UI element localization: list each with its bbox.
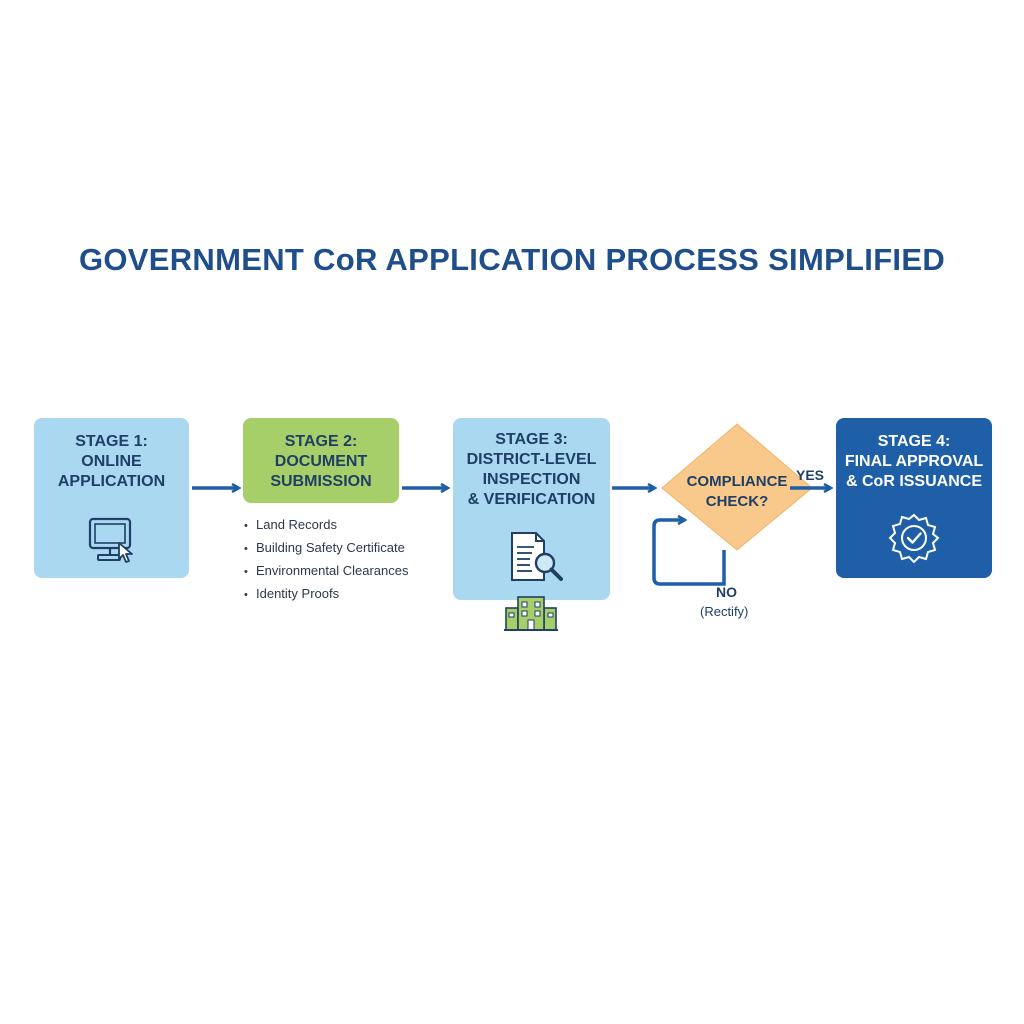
decision-label: COMPLIANCE CHECK? bbox=[686, 473, 788, 510]
stage-1-box: STAGE 1: ONLINE APPLICATION bbox=[34, 418, 189, 578]
list-item: Environmental Clearances bbox=[244, 560, 408, 583]
stage-2-label: STAGE 2: DOCUMENT SUBMISSION bbox=[270, 433, 372, 490]
approval-badge-icon bbox=[888, 513, 940, 564]
list-item: Identity Proofs bbox=[244, 583, 408, 606]
list-item: Land Records bbox=[244, 514, 408, 537]
stage-2-box: STAGE 2: DOCUMENT SUBMISSION bbox=[243, 418, 399, 503]
document-search-icon bbox=[511, 532, 563, 581]
stage-1-label: STAGE 1: ONLINE APPLICATION bbox=[57, 433, 166, 490]
diagram-title: GOVERNMENT CoR APPLICATION PROCESS SIMPL… bbox=[78, 242, 946, 277]
computer-icon bbox=[88, 517, 133, 563]
building-icon bbox=[504, 596, 558, 631]
document-list: Land Records Building Safety Certificate… bbox=[244, 514, 408, 606]
stage-4-label: STAGE 4: FINAL APPROVAL & CoR ISSUANCE bbox=[844, 433, 984, 490]
stage-4-box: STAGE 4: FINAL APPROVAL & CoR ISSUANCE bbox=[836, 418, 992, 578]
rectify-note: (Rectify) bbox=[700, 604, 749, 619]
arrow-no-loop bbox=[652, 520, 726, 586]
yes-label: YES bbox=[796, 467, 825, 483]
stage-3-label: STAGE 3: DISTRICT-LEVEL INSPECTION & VER… bbox=[466, 431, 597, 508]
no-label: NO bbox=[716, 584, 737, 600]
list-item: Building Safety Certificate bbox=[244, 537, 408, 560]
